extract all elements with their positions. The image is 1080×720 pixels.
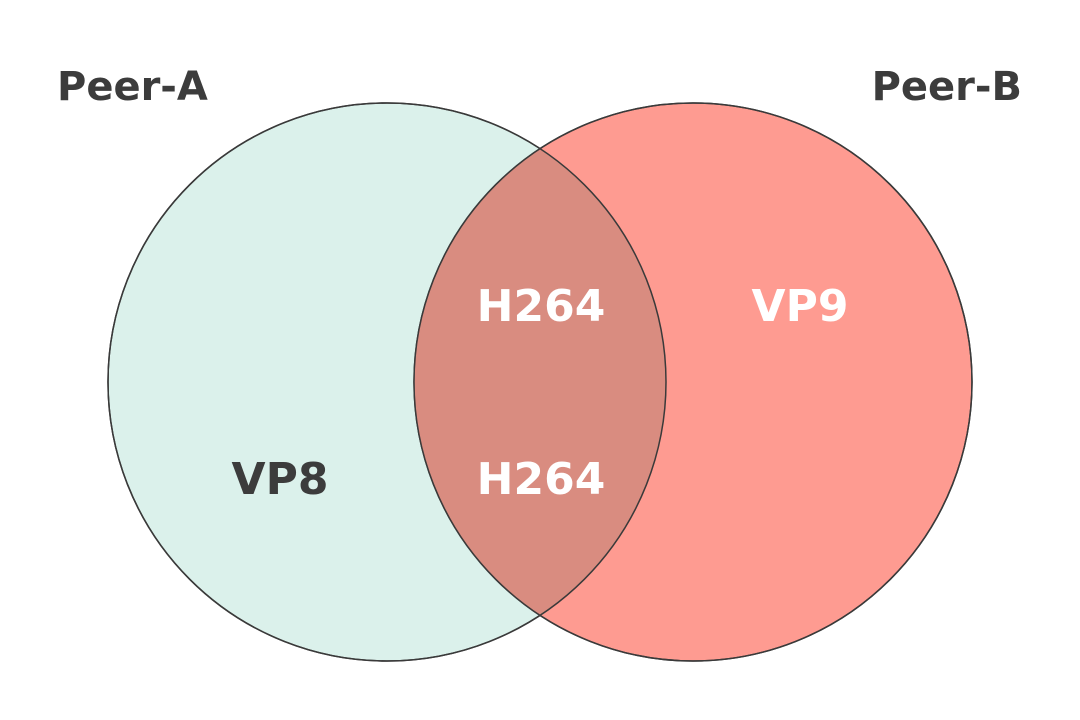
peer-b-title: Peer-B xyxy=(872,64,1022,110)
intersection-item-2: H264 xyxy=(477,454,606,505)
peer-b-only-item: VP9 xyxy=(752,281,849,332)
peer-a-title: Peer-A xyxy=(57,64,208,110)
peer-b-outline xyxy=(413,102,973,662)
peer-a-only-item: VP8 xyxy=(232,454,329,505)
intersection-region xyxy=(414,103,666,661)
peer-a-outline xyxy=(107,102,667,662)
watermark-text: 知乎 @音视频开发技术 xyxy=(782,665,1050,695)
intersection-item-1: H264 xyxy=(477,281,606,332)
